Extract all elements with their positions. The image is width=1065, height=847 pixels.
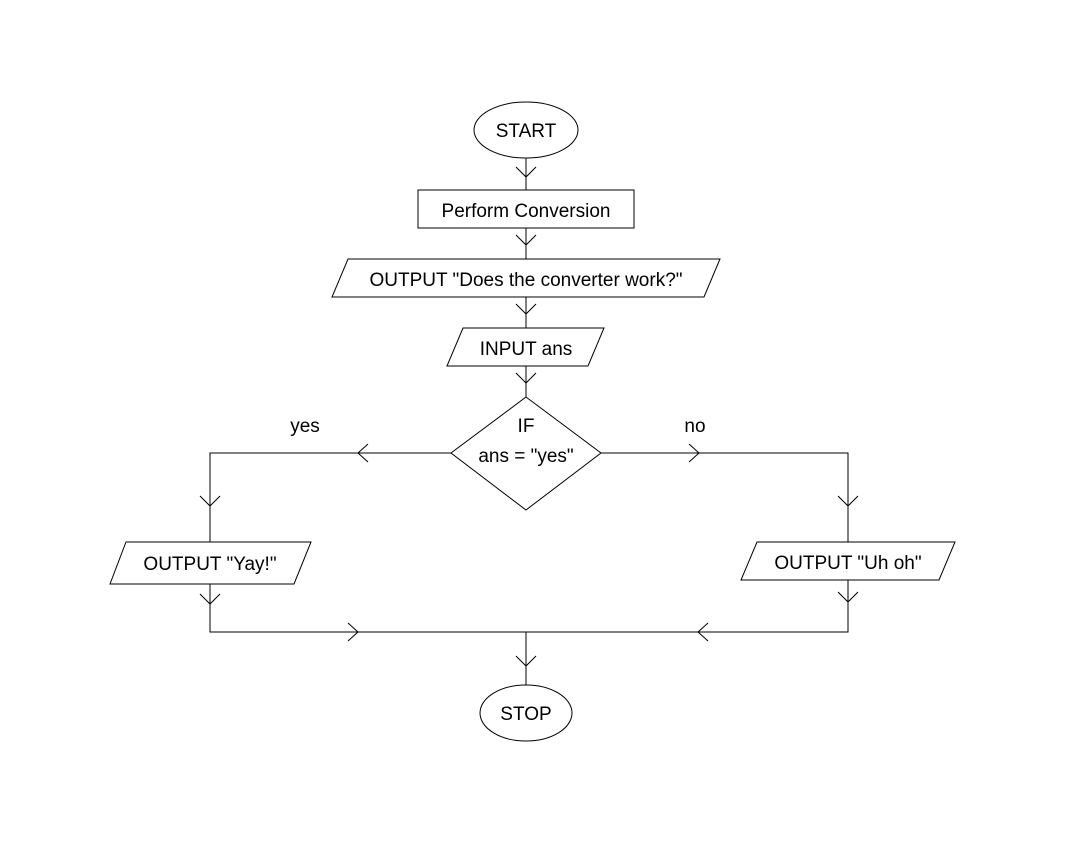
process-label: Perform Conversion (442, 201, 611, 222)
arrow-down-icon (199, 495, 221, 507)
arrow-down-icon (515, 372, 537, 384)
arrowheads (199, 166, 859, 667)
arrow-left-icon (357, 443, 369, 463)
arrow-down-icon (515, 655, 537, 667)
decision-diamond (450, 396, 602, 511)
process-rect (417, 189, 635, 229)
output-question-box: OUTPUT "Does the converter work?" (331, 258, 721, 298)
arrow-down-icon (515, 166, 537, 178)
output-yes-parallelogram (109, 541, 312, 585)
arrow-down-icon (515, 303, 537, 315)
decision-line2: ans = "yes" (478, 446, 573, 467)
connector-merge (209, 580, 849, 633)
output-yes-label: OUTPUT "Yay!" (143, 554, 276, 575)
decision-node: IF ans = "yes" (450, 396, 602, 511)
input-label: INPUT ans (480, 339, 573, 360)
connectors (209, 158, 849, 686)
arrow-right-icon (688, 443, 700, 463)
arrow-down-icon (837, 591, 859, 603)
connector-yes-branch (209, 452, 451, 542)
stop-ellipse (479, 684, 573, 742)
arrow-down-icon (515, 234, 537, 246)
stop-terminal: STOP (479, 684, 573, 742)
arrow-down-icon (837, 495, 859, 507)
arrow-right-icon (347, 622, 359, 642)
process-box: Perform Conversion (417, 189, 635, 229)
output-question-parallelogram (331, 258, 721, 298)
input-box: INPUT ans (446, 327, 605, 367)
input-parallelogram (446, 327, 605, 367)
arrow-down-icon (199, 593, 221, 605)
no-branch-label: no (684, 416, 705, 437)
start-terminal: START (473, 101, 579, 159)
output-no-box: OUTPUT "Uh oh" (740, 541, 956, 581)
yes-branch-label: yes (290, 416, 320, 437)
connector-no-branch (601, 452, 849, 542)
output-no-label: OUTPUT "Uh oh" (774, 553, 921, 574)
arrow-left-icon (697, 622, 709, 642)
start-ellipse (473, 101, 579, 159)
output-question-label: OUTPUT "Does the converter work?" (369, 270, 682, 291)
decision-line1: IF (518, 416, 535, 437)
output-yes-box: OUTPUT "Yay!" (109, 541, 312, 585)
output-no-parallelogram (740, 541, 956, 581)
start-label: START (496, 121, 557, 142)
stop-label: STOP (500, 704, 551, 725)
